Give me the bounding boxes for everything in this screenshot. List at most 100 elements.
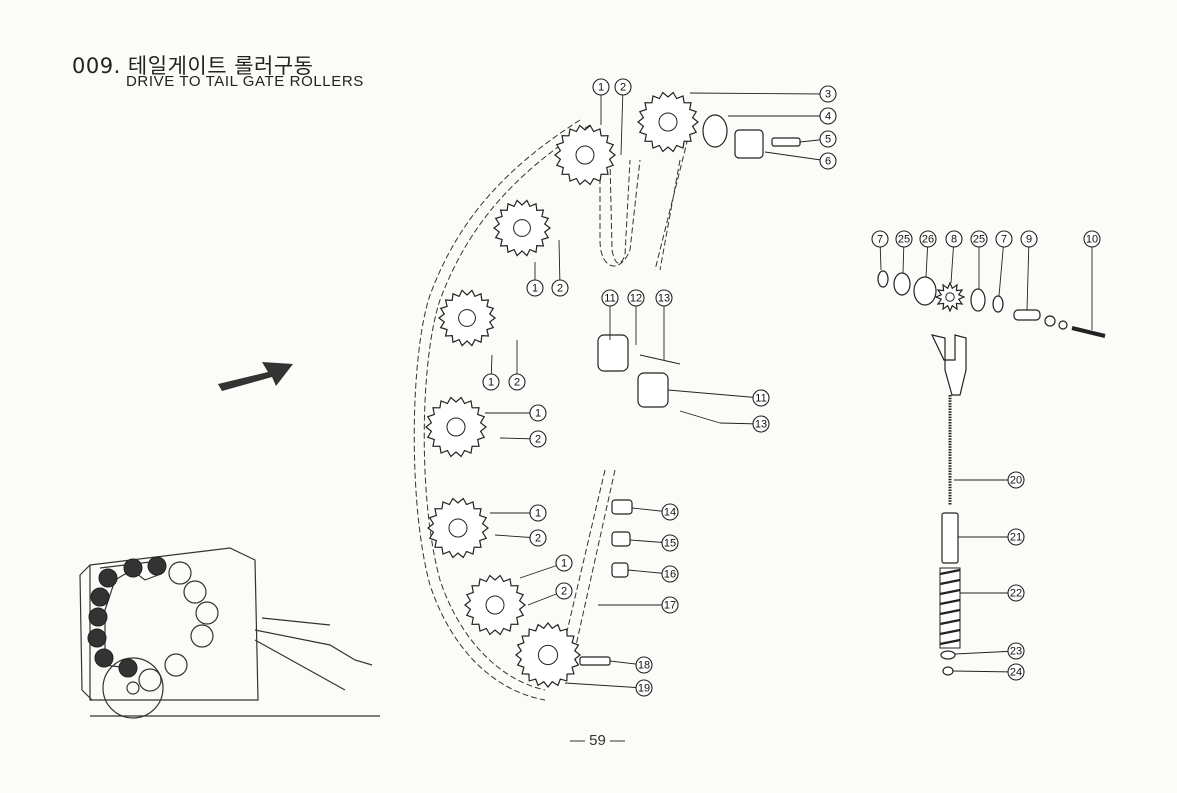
callout-label: 18 [638, 660, 650, 672]
callout-circle [627, 289, 645, 307]
callout-circle [819, 107, 837, 125]
page-subtitle: DRIVE TO TAIL GATE ROLLERS [126, 73, 364, 90]
callout-label: 21 [1010, 532, 1022, 544]
callout-7: 7 [871, 230, 889, 248]
baler-overview-sketch [79, 547, 380, 719]
callout-circle [482, 373, 500, 391]
sprocket-hub [513, 219, 531, 237]
callout-label: 1 [598, 82, 604, 94]
leader-line [689, 92, 829, 95]
callout-2: 2 [529, 529, 547, 547]
callout-15: 15 [661, 534, 679, 552]
callout-8: 8 [945, 230, 963, 248]
callout-label: 14 [664, 507, 676, 519]
leader-line [1026, 238, 1030, 311]
sprocket-hub [458, 309, 476, 327]
callout-circle [555, 582, 573, 600]
callout-25: 25 [895, 230, 913, 248]
direction-arrow-icon [218, 362, 293, 391]
callout-11: 11 [752, 389, 770, 407]
callout-label: 12 [630, 293, 642, 305]
callout-circle [529, 430, 547, 448]
callout-label: 25 [973, 234, 985, 246]
callout-circle [871, 230, 889, 248]
sprocket-hub [537, 644, 559, 666]
callout-label: 19 [638, 683, 650, 695]
leader-line [764, 151, 829, 162]
callout-label: 2 [535, 533, 541, 545]
callout-circle [970, 230, 988, 248]
callout-circle [661, 534, 679, 552]
callout-label: 1 [532, 283, 538, 295]
callout-circle [592, 78, 610, 96]
callout-label: 20 [1010, 475, 1022, 487]
callout-circle [529, 529, 547, 547]
callout-label: 26 [922, 234, 934, 246]
callout-circle [995, 230, 1013, 248]
callout-label: 4 [825, 111, 831, 123]
page-number: — 59 — [570, 732, 626, 749]
sprocket-hub [575, 145, 595, 165]
callout-label: 13 [658, 293, 670, 305]
callout-2: 2 [508, 373, 526, 391]
callout-circle [661, 503, 679, 521]
callout-label: 15 [664, 538, 676, 550]
callout-17: 17 [661, 596, 679, 614]
sprocket-hub [658, 112, 678, 132]
callout-13: 13 [655, 289, 673, 307]
callout-1: 1 [529, 504, 547, 522]
callout-circle [819, 85, 837, 103]
callout-2: 2 [555, 582, 573, 600]
callout-label: 13 [755, 419, 767, 431]
callout-label: 3 [825, 89, 831, 101]
callout-circle [555, 554, 573, 572]
callout-1: 1 [555, 554, 573, 572]
callout-4: 4 [819, 107, 837, 125]
page-title: 009. 테일게이트 롤러구동 [72, 54, 314, 78]
callout-12: 12 [627, 289, 645, 307]
sprocket-hub [446, 417, 466, 437]
callout-label: 11 [604, 293, 615, 305]
callout-label: 1 [535, 508, 541, 520]
leader-line [952, 670, 1017, 673]
callout-label: 2 [535, 434, 541, 446]
callout-1: 1 [526, 279, 544, 297]
callout-circle [752, 389, 770, 407]
callout-label: 8 [951, 234, 957, 246]
callout-circle [919, 230, 937, 248]
leader-line [954, 650, 1017, 655]
callout-22: 22 [1007, 584, 1025, 602]
callout-25: 25 [970, 230, 988, 248]
callout-2: 2 [614, 78, 632, 96]
leader-line [667, 389, 762, 399]
callout-circle [551, 279, 569, 297]
callout-circle [1083, 230, 1101, 248]
callout-2: 2 [551, 279, 569, 297]
callout-circle [529, 504, 547, 522]
callout-circle [1007, 663, 1025, 681]
sprocket-hub [485, 595, 505, 615]
callout-circle [614, 78, 632, 96]
callout-circle [661, 565, 679, 583]
callout-circle [895, 230, 913, 248]
callout-label: 2 [514, 377, 520, 389]
baler-overview-rollers [87, 556, 167, 678]
callout-1: 1 [592, 78, 610, 96]
callout-circle [945, 230, 963, 248]
callout-13: 13 [752, 415, 770, 433]
leader-line [620, 86, 624, 156]
sprocket-hub [945, 292, 955, 302]
callout-circle [1007, 584, 1025, 602]
callout-label: 10 [1086, 234, 1098, 246]
callout-circle [655, 289, 673, 307]
callout-16: 16 [661, 565, 679, 583]
callout-circle [1007, 471, 1025, 489]
callout-label: 1 [561, 558, 567, 570]
callout-1: 1 [482, 373, 500, 391]
callout-label: 2 [557, 283, 563, 295]
callout-circle [1007, 642, 1025, 660]
callout-circle [508, 373, 526, 391]
callout-circle [601, 289, 619, 307]
